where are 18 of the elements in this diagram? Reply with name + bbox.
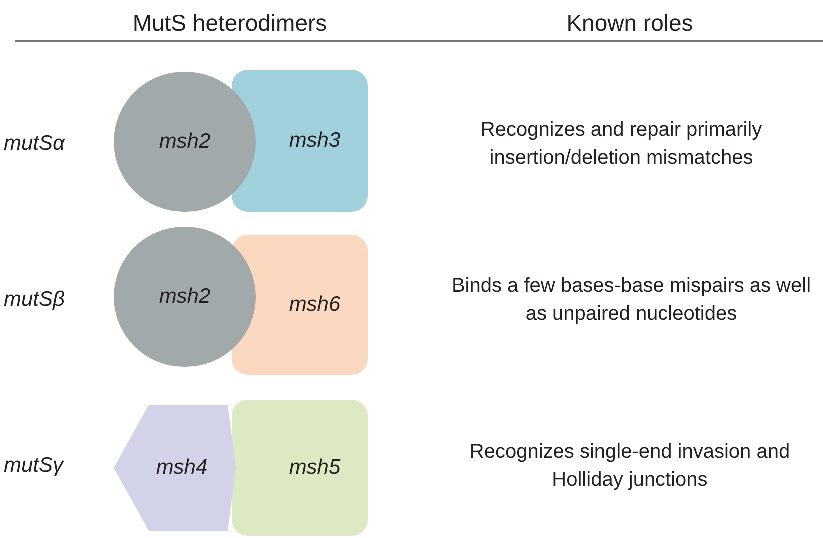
subunit-label: msh4: [156, 455, 208, 482]
subunit-label: msh2: [159, 284, 211, 310]
rounded-square-subunit: [232, 400, 368, 536]
rounded-square-subunit: [232, 70, 368, 212]
subunit-label: msh6: [289, 292, 341, 318]
role-description: Binds a few bases-base mispairs as well as unpaired nucleotides: [450, 274, 812, 327]
subunit-label: msh5: [289, 455, 341, 482]
column-header: Known roles: [566, 9, 694, 38]
row-label: mutSβ: [4, 287, 66, 313]
hexagon-subunit: [114, 405, 236, 531]
rounded-square-subunit: [232, 235, 368, 375]
subunit-label: msh3: [289, 128, 341, 154]
role-description: Recognizes and repair primarily insertion/deletion mismatches: [480, 118, 764, 171]
row-label: mutSγ: [4, 453, 66, 479]
role-description: Recognizes single-end invasion and Holliday junctions: [468, 440, 792, 493]
column-header: MutS heterodimers: [132, 9, 328, 38]
subunit-label: msh2: [159, 129, 211, 156]
row-label: mutSα: [4, 131, 66, 157]
